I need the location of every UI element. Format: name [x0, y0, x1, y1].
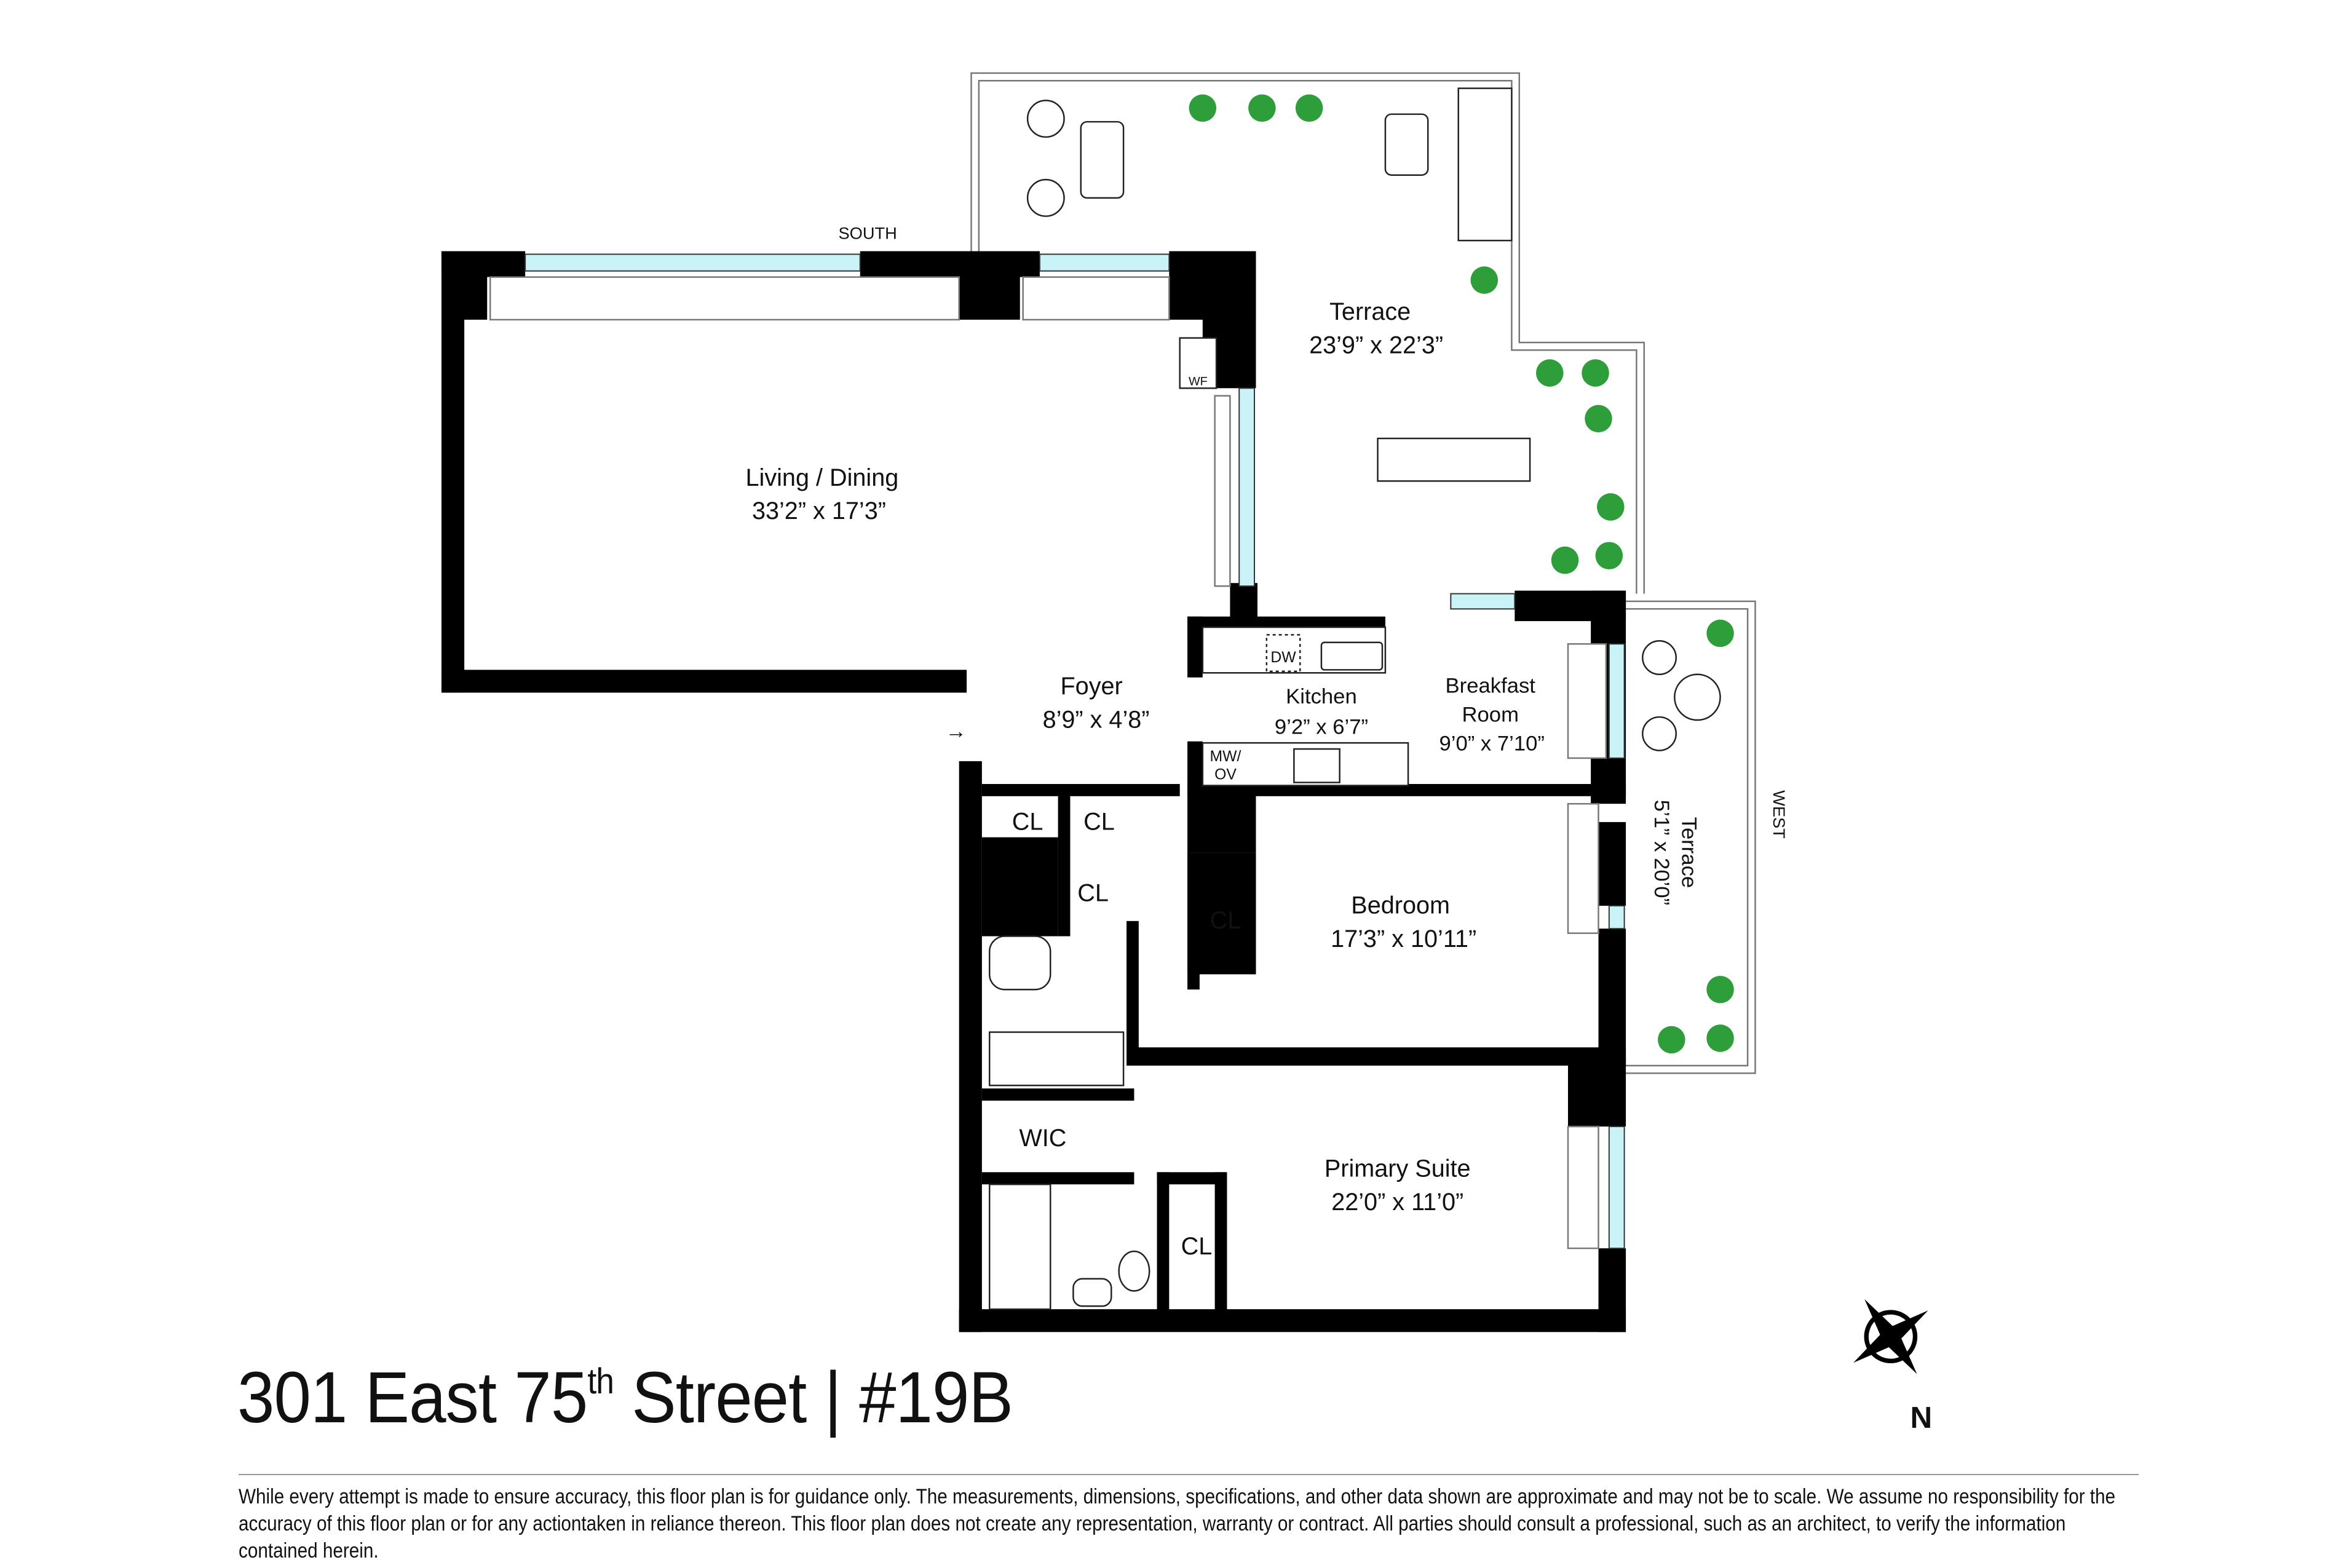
wf-label: WF — [1189, 374, 1208, 388]
closet-label: CL — [1083, 808, 1115, 835]
closet-label: CL — [1181, 1233, 1213, 1260]
west-label: WEST — [1770, 790, 1789, 839]
title-superscript: th — [587, 1361, 614, 1401]
dw-label: DW — [1270, 649, 1296, 666]
living-name: Living / Dining — [745, 464, 898, 491]
primary-dims: 22’0” x 11’0” — [1331, 1189, 1463, 1216]
terrace-west-outline — [1626, 600, 1756, 1074]
ov-label: OV — [1214, 767, 1237, 783]
south-label: SOUTH — [839, 224, 897, 243]
foyer-name: Foyer — [1060, 673, 1122, 700]
terrace-west-name: Terrace — [1677, 817, 1701, 889]
kitchen-name: Kitchen — [1286, 685, 1357, 708]
plants — [1189, 94, 1734, 1054]
entry-arrow-icon: → — [945, 720, 967, 743]
breakfast-dims: 9’0” x 7’10” — [1439, 732, 1544, 756]
disclaimer: While every attempt is made to ensure ac… — [239, 1485, 2116, 1562]
closet-label: CL — [1077, 880, 1109, 907]
terrace-main-outline — [970, 72, 1645, 594]
terrace-west-dims: 5’1” x 20’0” — [1650, 800, 1673, 905]
compass-icon — [1853, 1299, 1928, 1374]
terrace-furniture — [1026, 87, 1721, 751]
terrace-main-name: Terrace — [1329, 298, 1411, 325]
windows — [489, 253, 1625, 1249]
closet-label: CL — [1210, 907, 1241, 934]
primary-name: Primary Suite — [1324, 1155, 1471, 1182]
bedroom-name: Bedroom — [1351, 892, 1450, 919]
living-dims: 33’2” x 17’3” — [752, 497, 886, 525]
kitchen-dims: 9’2” x 6’7” — [1275, 715, 1368, 738]
north-label: N — [1910, 1401, 1932, 1435]
closet-label: CL — [1012, 808, 1043, 835]
bedroom-dims: 17’3” x 10’11” — [1331, 925, 1476, 952]
listing-title: 301 East 75th Street | #19B — [237, 1356, 1013, 1439]
title-address: 301 East 75 — [237, 1357, 588, 1438]
kitchen-fixtures — [988, 337, 1409, 1310]
terrace-main-dims: 23’9” x 22’3” — [1309, 331, 1443, 358]
breakfast-name-1: Breakfast — [1446, 674, 1536, 697]
wic-label: WIC — [1019, 1125, 1066, 1152]
title-unit: Street | #19B — [613, 1357, 1013, 1438]
mw-label: MW/ — [1210, 748, 1241, 765]
breakfast-name-2: Room — [1462, 703, 1519, 726]
divider — [239, 1474, 2139, 1475]
foyer-dims: 8’9” x 4’8” — [1043, 706, 1150, 733]
